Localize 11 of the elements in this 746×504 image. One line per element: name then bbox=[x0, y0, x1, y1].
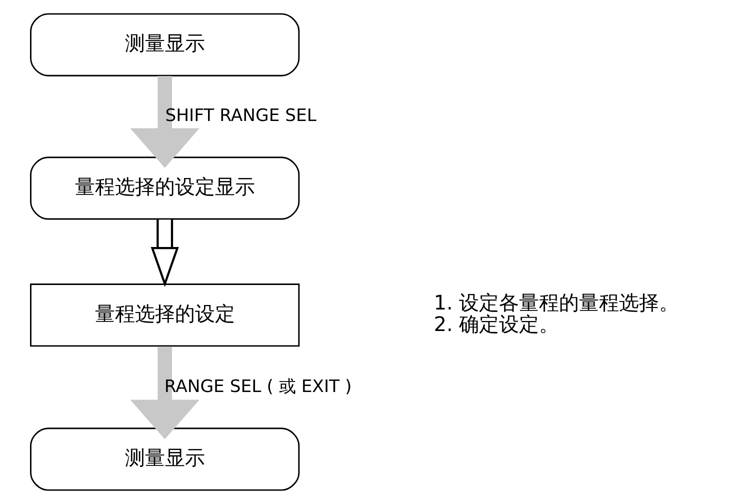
node-box: 量程选择的设定显示 bbox=[30, 156, 300, 220]
arrow bbox=[150, 220, 178, 288]
node-box: 测量显示 bbox=[30, 428, 300, 491]
node-box: 量程选择的设定 bbox=[30, 284, 300, 347]
edge-label: SHIFT RANGE SEL bbox=[164, 106, 316, 126]
arrow bbox=[130, 76, 199, 168]
node-label: 2. 确定设定。 bbox=[433, 312, 559, 336]
arrow bbox=[130, 346, 199, 440]
node-label: 1. 设定各量程的量程选择。 bbox=[433, 290, 679, 315]
edge-label: RANGE SEL ( 或 EXIT ) bbox=[164, 376, 352, 397]
node-box: 测量显示 bbox=[30, 13, 300, 76]
